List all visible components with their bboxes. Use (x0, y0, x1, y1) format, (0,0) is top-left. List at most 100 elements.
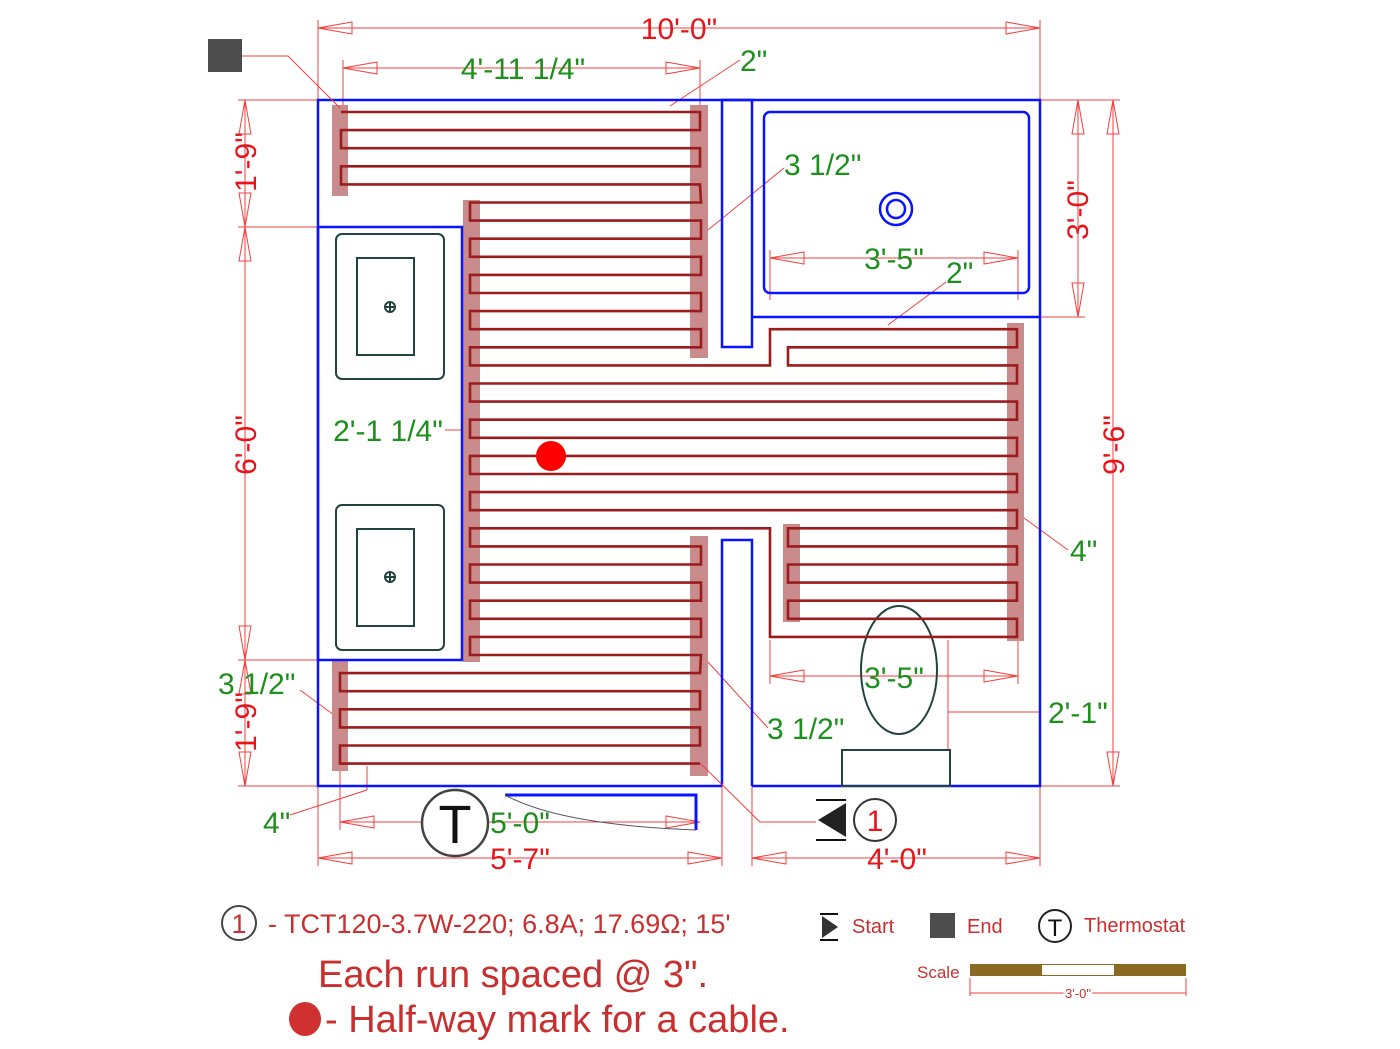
lower-partition (720, 538, 754, 786)
dim-top-offset: 2" (740, 45, 767, 78)
dim-overall-width: 10'-0" (641, 13, 717, 46)
dimension-arrow (1106, 99, 1120, 135)
dim-bottom-left: 5'-7" (490, 843, 550, 876)
dim-bottom-right: 4'-0" (867, 843, 927, 876)
dimension-arrow (238, 625, 252, 661)
dimension-lines (238, 20, 1120, 866)
cable-turn-zone (332, 105, 348, 196)
dimension-arrow (238, 751, 252, 787)
start-triangle-icon (818, 803, 846, 837)
dimension-arrow (238, 99, 252, 135)
legend-cable-circle (221, 905, 257, 941)
dimension-arrow (238, 192, 252, 228)
toilet-tank (841, 749, 951, 787)
sink-basin (356, 528, 415, 627)
cable-turn-zone (463, 200, 480, 662)
drain-inner-icon (885, 198, 907, 220)
cable-end-marker (208, 39, 242, 72)
dim-left-bottom: 1'-9" (230, 692, 263, 752)
extension-line (707, 167, 785, 231)
legend-halfway-icon (289, 1002, 321, 1036)
dimension-arrow (1106, 751, 1120, 787)
extension-line (669, 59, 741, 107)
cable-turn-zone (690, 105, 708, 358)
legend-end-icon (930, 913, 955, 938)
cable-start-marker (816, 799, 846, 841)
start-leader (699, 762, 816, 823)
dim-shower-gap: 2" (946, 257, 973, 290)
outer-wall (316, 98, 1042, 788)
dimension-arrow (983, 669, 1019, 683)
legend-start-bars (820, 913, 838, 941)
cable-number: 1 (867, 805, 884, 838)
dimension-arrow (769, 669, 805, 683)
shower-tray (762, 110, 1031, 295)
sink-cabinet (335, 233, 445, 380)
dimension-arrow (1005, 21, 1041, 35)
sink-drain-cross (385, 572, 395, 582)
legend-start-icon (822, 916, 838, 938)
dim-shower-offset: 3 1/2" (784, 149, 861, 182)
extension-line (707, 661, 769, 729)
dimension-arrow (339, 815, 375, 829)
legend: 1 - TCT120-3.7W-220; 6.8A; 17.69Ω; 15' S… (221, 905, 1187, 1041)
sink-cabinet (335, 504, 445, 651)
dimension-arrow (1071, 282, 1085, 318)
heating-cable (338, 110, 1019, 765)
sink-top (335, 233, 445, 380)
sink-bottom (335, 504, 445, 651)
dimension-arrow (238, 226, 252, 262)
dimension-arrow (1005, 851, 1041, 865)
dim-toilet-side: 2'-1" (1048, 697, 1108, 730)
drain (878, 191, 914, 227)
end-leader (242, 55, 341, 109)
dimension-arrow (687, 851, 723, 865)
legend-spacing-note: Each run spaced @ 3". (318, 954, 708, 996)
dim-top-run: 4'-11 1/4" (461, 53, 585, 86)
dimension-arrow (751, 851, 787, 865)
scale-length: 3'-0" (1065, 986, 1091, 1001)
legend-thermostat-label: Thermostat (1084, 915, 1186, 937)
dim-toilet-run: 3'-5" (864, 662, 924, 695)
walls (316, 98, 1042, 830)
legend-cable-spec: - TCT120-3.7W-220; 6.8A; 17.69Ω; 15' (268, 909, 731, 939)
door-panel (505, 793, 698, 830)
sink-basin (356, 257, 415, 356)
legend-end-label: End (967, 916, 1003, 938)
legend-thermostat-symbol: T (1048, 915, 1063, 942)
legend-thermostat-icon (1038, 909, 1072, 943)
dim-left-top: 1'-9" (230, 132, 263, 192)
dim-right-offset: 4" (1070, 535, 1097, 568)
thermostat-symbol: T (439, 795, 472, 855)
extension-line (887, 281, 947, 326)
door-swing (504, 794, 697, 831)
dim-shower-run: 3'-5" (864, 243, 924, 276)
legend-start-label: Start (852, 916, 895, 938)
legend-cable-number: 1 (231, 909, 246, 939)
scale-bar-gap (1042, 965, 1114, 975)
halfway-mark (536, 441, 566, 471)
dim-bottom-offset: 4" (263, 807, 290, 840)
dim-overall-depth: 9'-6" (1098, 415, 1131, 475)
dimension-arrow (1071, 99, 1085, 135)
shower-partition (720, 98, 754, 349)
extension-line (289, 789, 368, 816)
vanity-area (316, 225, 464, 662)
dimension-arrow (238, 659, 252, 695)
sink-drain-cross (385, 302, 395, 312)
cable-turn-zone (1007, 323, 1024, 641)
cable-number-circle (853, 798, 897, 842)
dimension-arrow (317, 851, 353, 865)
start-bars (816, 799, 846, 841)
toilet (841, 605, 951, 787)
dim-left-mid: 6'-0" (230, 415, 263, 475)
scale-label: Scale (917, 963, 960, 982)
dimension-arrow (769, 251, 805, 265)
dim-bottom-left-offset: 3 1/2" (218, 668, 295, 701)
dim-shower-depth: 3'-0" (1062, 180, 1095, 240)
legend-halfway-note: - Half-way mark for a cable. (325, 999, 790, 1041)
thermostat-icon (420, 788, 490, 858)
dim-bottom-run: 5'-0" (490, 807, 550, 840)
toilet-bowl (860, 605, 938, 735)
